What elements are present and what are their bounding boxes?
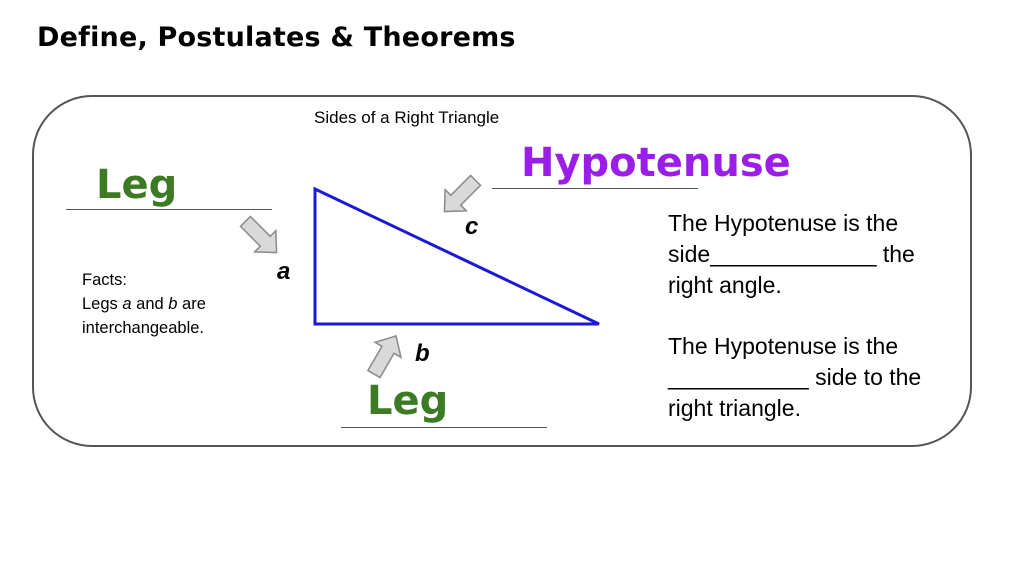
leg-bottom-underline bbox=[341, 427, 547, 428]
arrow-to-side-b-icon bbox=[366, 334, 403, 379]
statement-1: The Hypotenuse is the side_____________ … bbox=[668, 210, 915, 298]
statement-2: The Hypotenuse is the ___________ side t… bbox=[668, 333, 922, 421]
arrow-to-side-c-icon bbox=[443, 174, 482, 213]
facts-block: Facts: Legs a and b are interchangeable. bbox=[82, 268, 206, 340]
leg-label-bottom: Leg bbox=[367, 378, 449, 424]
hypotenuse-label: Hypotenuse bbox=[521, 140, 791, 186]
facts-var-a: a bbox=[122, 295, 132, 313]
diagram-caption: Sides of a Right Triangle bbox=[314, 108, 500, 127]
leg-label-left: Leg bbox=[96, 162, 178, 208]
side-a-label: a bbox=[277, 258, 291, 285]
side-b-label: b bbox=[415, 340, 430, 367]
leg-left-underline bbox=[66, 209, 272, 210]
facts-heading: Facts: bbox=[82, 271, 127, 289]
arrow-to-side-a-icon bbox=[239, 215, 278, 254]
hypotenuse-underline bbox=[492, 188, 698, 189]
page-title: Define, Postulates & Theorems bbox=[37, 22, 516, 53]
side-c-label: c bbox=[465, 213, 479, 240]
content-card bbox=[32, 95, 972, 447]
facts-var-b: b bbox=[168, 295, 178, 313]
right-triangle bbox=[313, 186, 600, 326]
facts-line-1: Legs a and b are bbox=[82, 295, 206, 313]
facts-line-2: interchangeable. bbox=[82, 319, 205, 337]
